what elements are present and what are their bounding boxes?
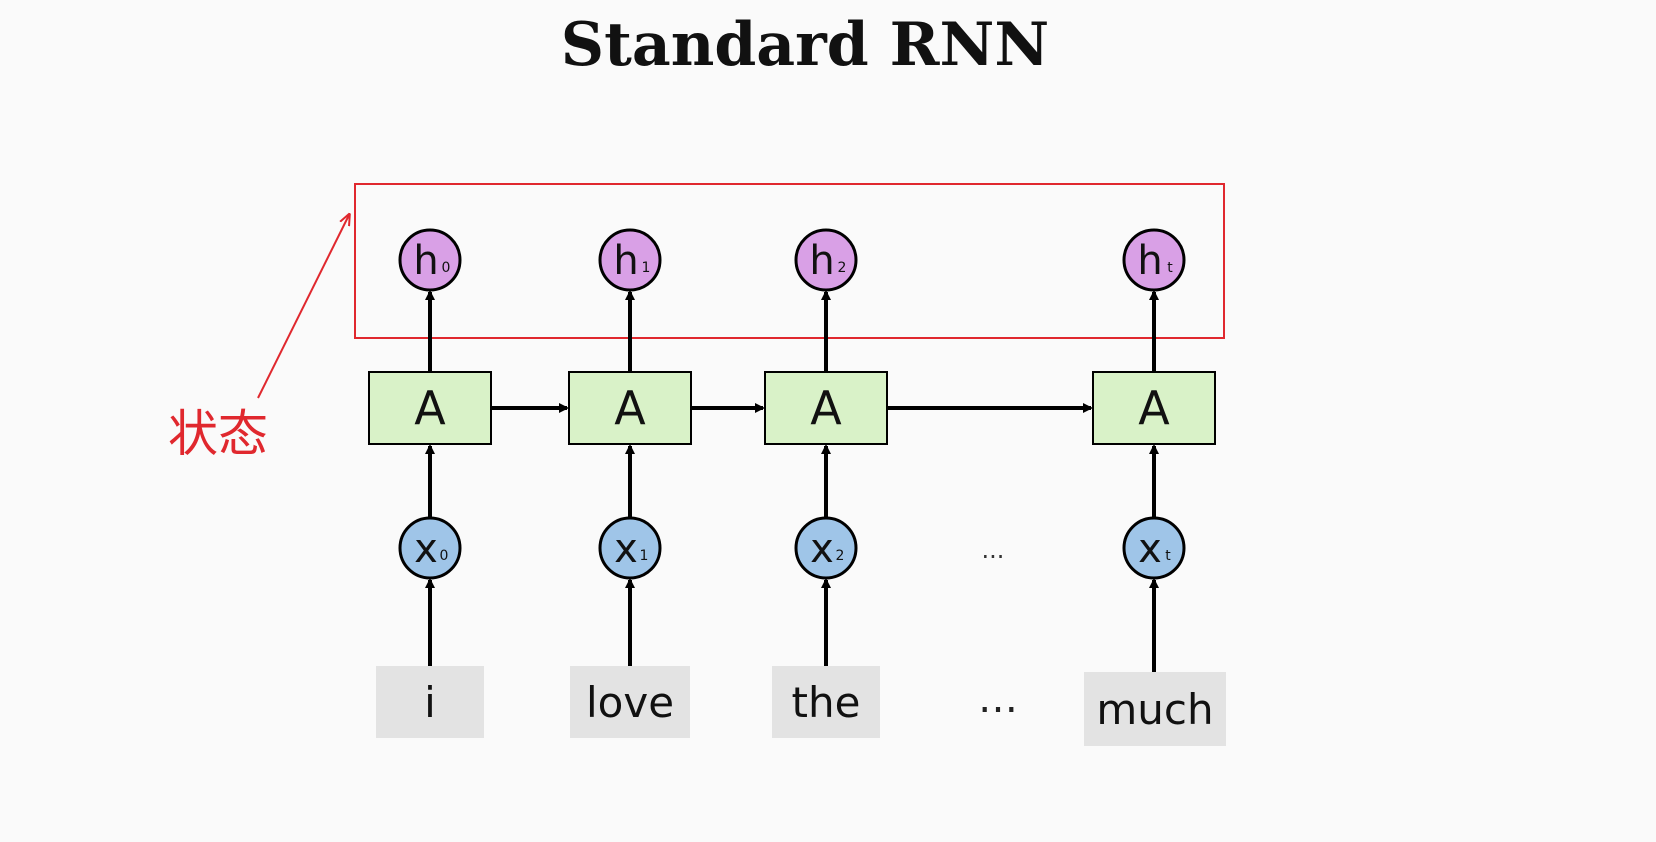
rnn-cell-label: A xyxy=(1138,381,1170,435)
hidden-node xyxy=(598,228,662,292)
hidden-subscript: t xyxy=(1167,260,1173,276)
input-label: x xyxy=(414,526,438,572)
page-title: Standard RNN xyxy=(560,10,1050,80)
word-label: the xyxy=(792,678,861,727)
hidden-label: h xyxy=(1137,238,1162,284)
word-box xyxy=(772,666,880,738)
input-subscript: t xyxy=(1165,548,1171,564)
state-annotation: 状态 xyxy=(168,405,268,463)
hidden-node xyxy=(398,228,462,292)
hidden-state-highlight xyxy=(354,183,1225,339)
rnn-cell xyxy=(568,371,692,445)
hidden-subscript: 2 xyxy=(838,260,847,276)
word-label: love xyxy=(586,678,674,727)
hidden-label: h xyxy=(809,238,834,284)
input-ellipsis: ... xyxy=(982,536,1005,564)
hidden-subscript: 0 xyxy=(442,260,451,276)
word-label: i xyxy=(424,678,436,727)
rnn-cell xyxy=(1092,371,1216,445)
rnn-cell-label: A xyxy=(414,381,446,435)
annotation-arrow xyxy=(257,215,349,399)
hidden-label: h xyxy=(613,238,638,284)
rnn-cell-label: A xyxy=(614,381,646,435)
rnn-cell xyxy=(368,371,492,445)
input-subscript: 1 xyxy=(640,548,649,564)
word-box xyxy=(376,666,484,738)
rnn-cell-label: A xyxy=(810,381,842,435)
word-box xyxy=(570,666,690,738)
input-subscript: 2 xyxy=(836,548,845,564)
input-label: x xyxy=(1138,526,1162,572)
hidden-node xyxy=(794,228,858,292)
input-label: x xyxy=(810,526,834,572)
hidden-subscript: 1 xyxy=(642,260,651,276)
word-box xyxy=(1084,672,1226,746)
input-subscript: 0 xyxy=(440,548,449,564)
word-label: much xyxy=(1096,685,1213,734)
hidden-label: h xyxy=(413,238,438,284)
word-ellipsis: … xyxy=(978,676,1018,722)
input-label: x xyxy=(614,526,638,572)
hidden-node xyxy=(1122,228,1186,292)
